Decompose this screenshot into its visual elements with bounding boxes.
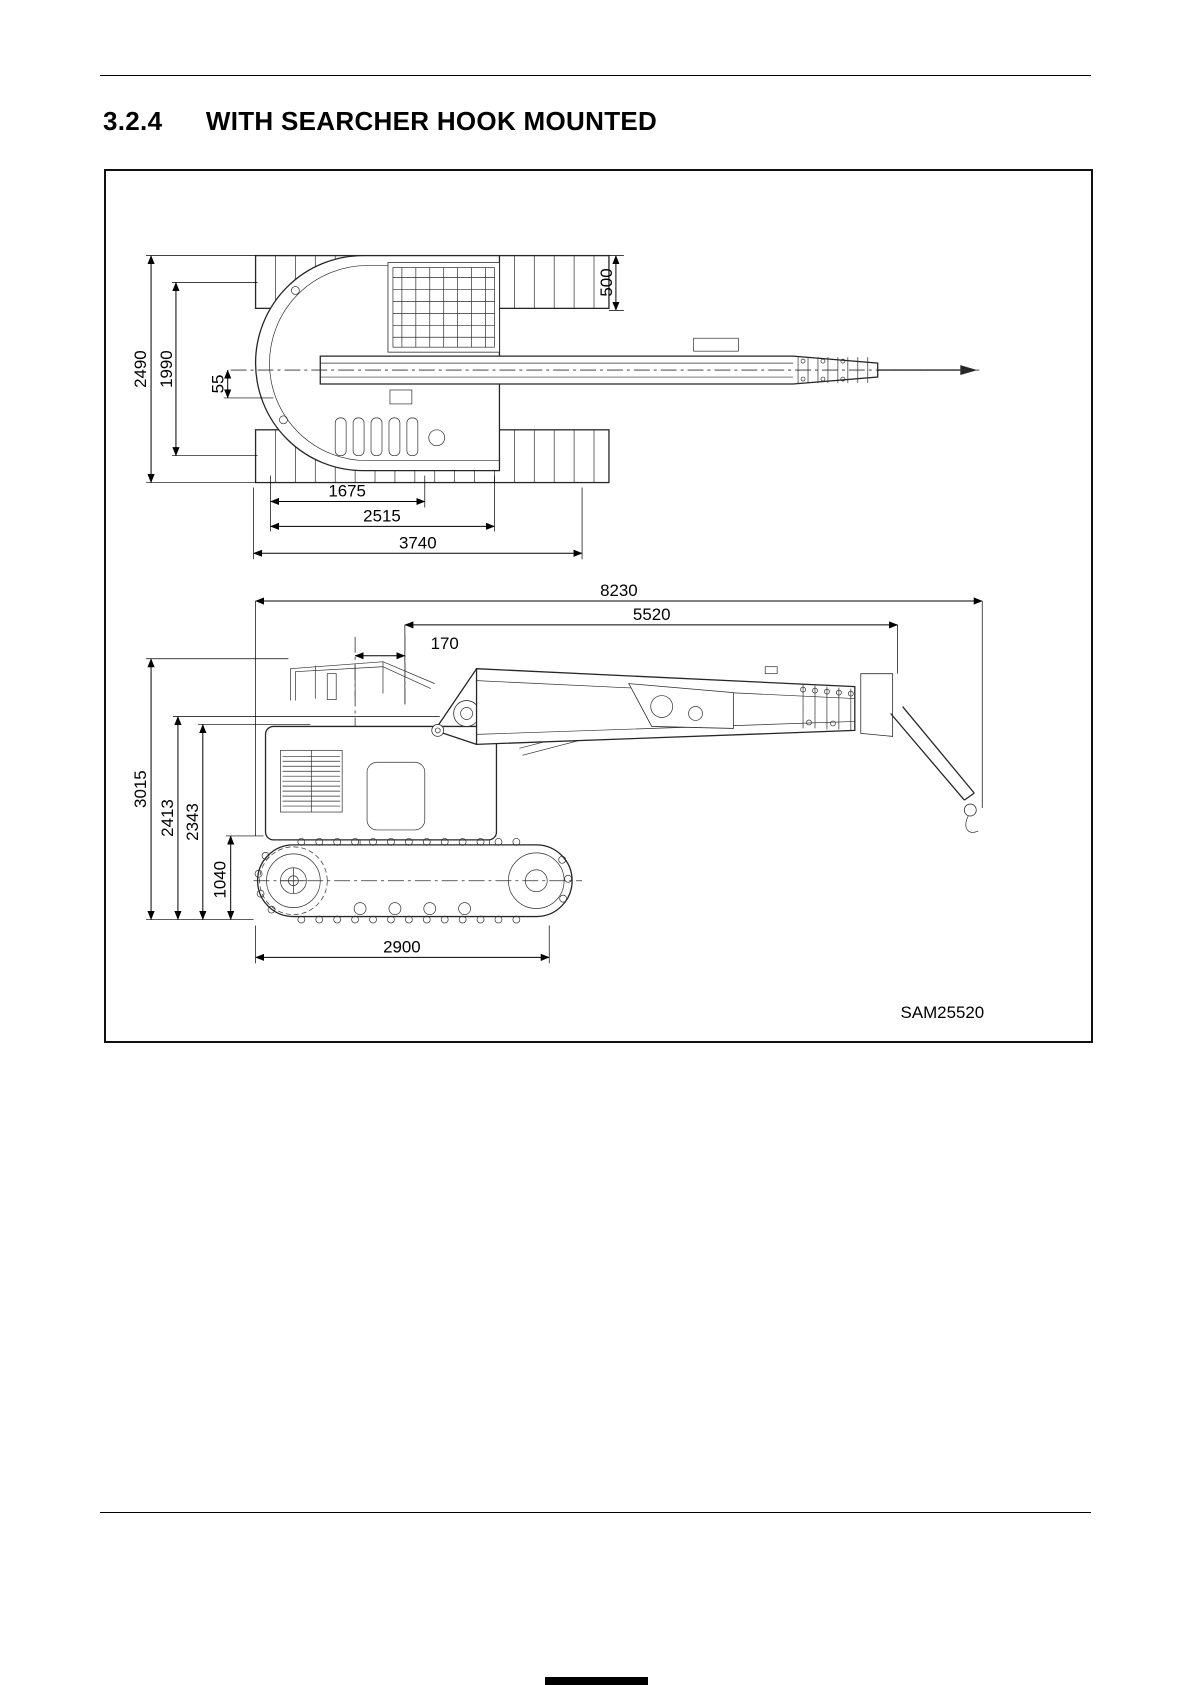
bottom-rule	[100, 1512, 1091, 1513]
dim-label-55: 55	[209, 375, 228, 394]
top-rule	[100, 75, 1091, 76]
plan-dimensions: 2490 1990 55 500 1675 2515	[131, 255, 624, 560]
dim-label-2900: 2900	[383, 937, 421, 956]
dim-label-1990: 1990	[157, 350, 176, 388]
side-crawler-track	[253, 838, 583, 924]
dim-label-3015: 3015	[131, 770, 150, 808]
dim-label-1675: 1675	[328, 481, 366, 500]
dim-label-8230: 8230	[600, 581, 638, 600]
dim-label-2490: 2490	[131, 350, 150, 388]
dim-label-5520: 5520	[633, 605, 671, 624]
searcher-hook	[890, 706, 979, 833]
side-upperstructure	[264, 700, 506, 841]
side-dimensions-top: 8230 5520 170	[255, 581, 983, 836]
figure-frame: 2490 1990 55 500 1675 2515	[104, 169, 1093, 1043]
dim-label-1040: 1040	[211, 861, 230, 899]
plan-boom	[319, 337, 978, 385]
dim-label-2515: 2515	[363, 506, 401, 525]
dimension-drawing: 2490 1990 55 500 1675 2515	[131, 254, 985, 1022]
side-gantry	[290, 661, 435, 701]
dim-label-500: 500	[597, 268, 616, 296]
section-heading: 3.2.4 WITH SEARCHER HOOK MOUNTED	[103, 106, 657, 137]
dim-label-170: 170	[431, 634, 459, 653]
dim-label-2413: 2413	[158, 799, 177, 837]
section-title: WITH SEARCHER HOOK MOUNTED	[205, 106, 658, 136]
dim-label-3740: 3740	[399, 533, 437, 552]
figure-code: SAM25520	[901, 1003, 985, 1022]
section-number: 3.2.4	[103, 106, 163, 136]
side-dimensions-left: 3015 2413 2343 1040	[131, 658, 440, 920]
side-dimensions-bottom: 2900	[255, 925, 550, 964]
plan-view: 2490 1990 55 500 1675 2515	[131, 254, 983, 560]
footer-bar	[545, 1677, 648, 1685]
side-boom	[431, 666, 979, 833]
dim-label-2343: 2343	[183, 803, 202, 841]
side-view: 8230 5520 170	[131, 581, 983, 964]
